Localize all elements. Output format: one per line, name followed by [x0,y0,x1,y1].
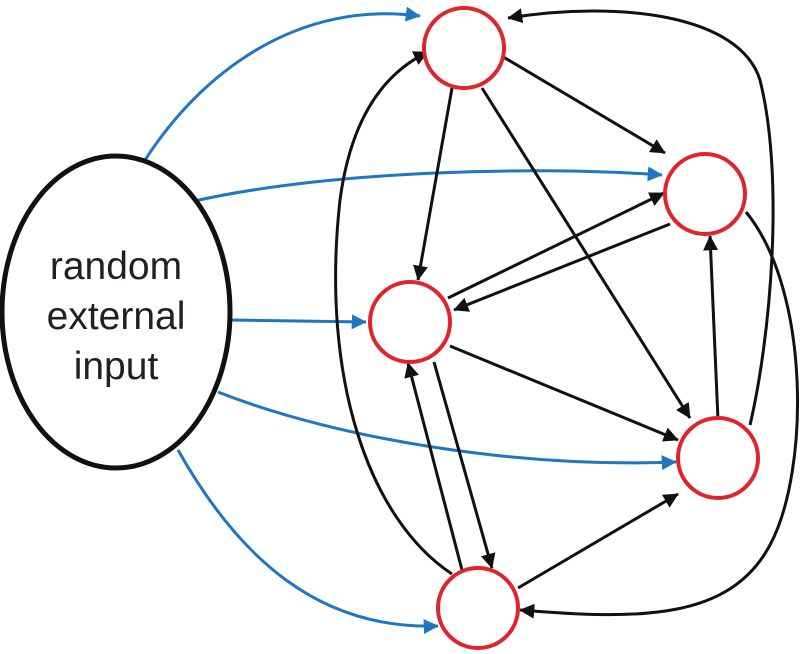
edge-lower-right-to-upper-right [703,235,720,421]
edge-bottom-to-lower-right [517,492,679,590]
input-edge-to-upper-right [189,166,663,204]
neuron-bottom [436,566,520,650]
input-edge-to-lower-right [217,390,677,471]
edge-top-to-upper-right [499,53,666,155]
edge-top-to-lower-right [480,87,692,419]
neurons [368,6,760,650]
edge-upper-right-to-middle [453,222,671,312]
edge-bottom-to-middle [404,362,464,571]
input-edge-to-middle [229,314,367,330]
edge-bottom-to-top-arc [334,50,453,576]
input-node: random external input [0,153,233,471]
input-edges [138,6,677,634]
neuron-top [422,6,506,90]
neuron-upper-right [663,152,747,236]
edge-middle-to-upper-right [447,191,665,300]
neuron-middle [368,280,452,364]
edge-middle-to-bottom [432,361,496,569]
neuron-lower-right [676,416,760,500]
edge-lower-right-to-top-arc [507,8,775,426]
recurrent-edges [334,8,800,619]
input-edge-to-bottom [176,449,439,634]
edge-middle-to-lower-right [449,344,679,442]
input-label-line-2: external [47,295,186,338]
input-edge-to-top [138,6,421,169]
edge-upper-right-to-bottom-arc [519,211,800,619]
input-label-line-3: input [74,345,159,388]
input-label-line-1: random [50,245,182,288]
input-node-ellipse [0,153,233,471]
edge-top-to-middle [413,87,454,281]
